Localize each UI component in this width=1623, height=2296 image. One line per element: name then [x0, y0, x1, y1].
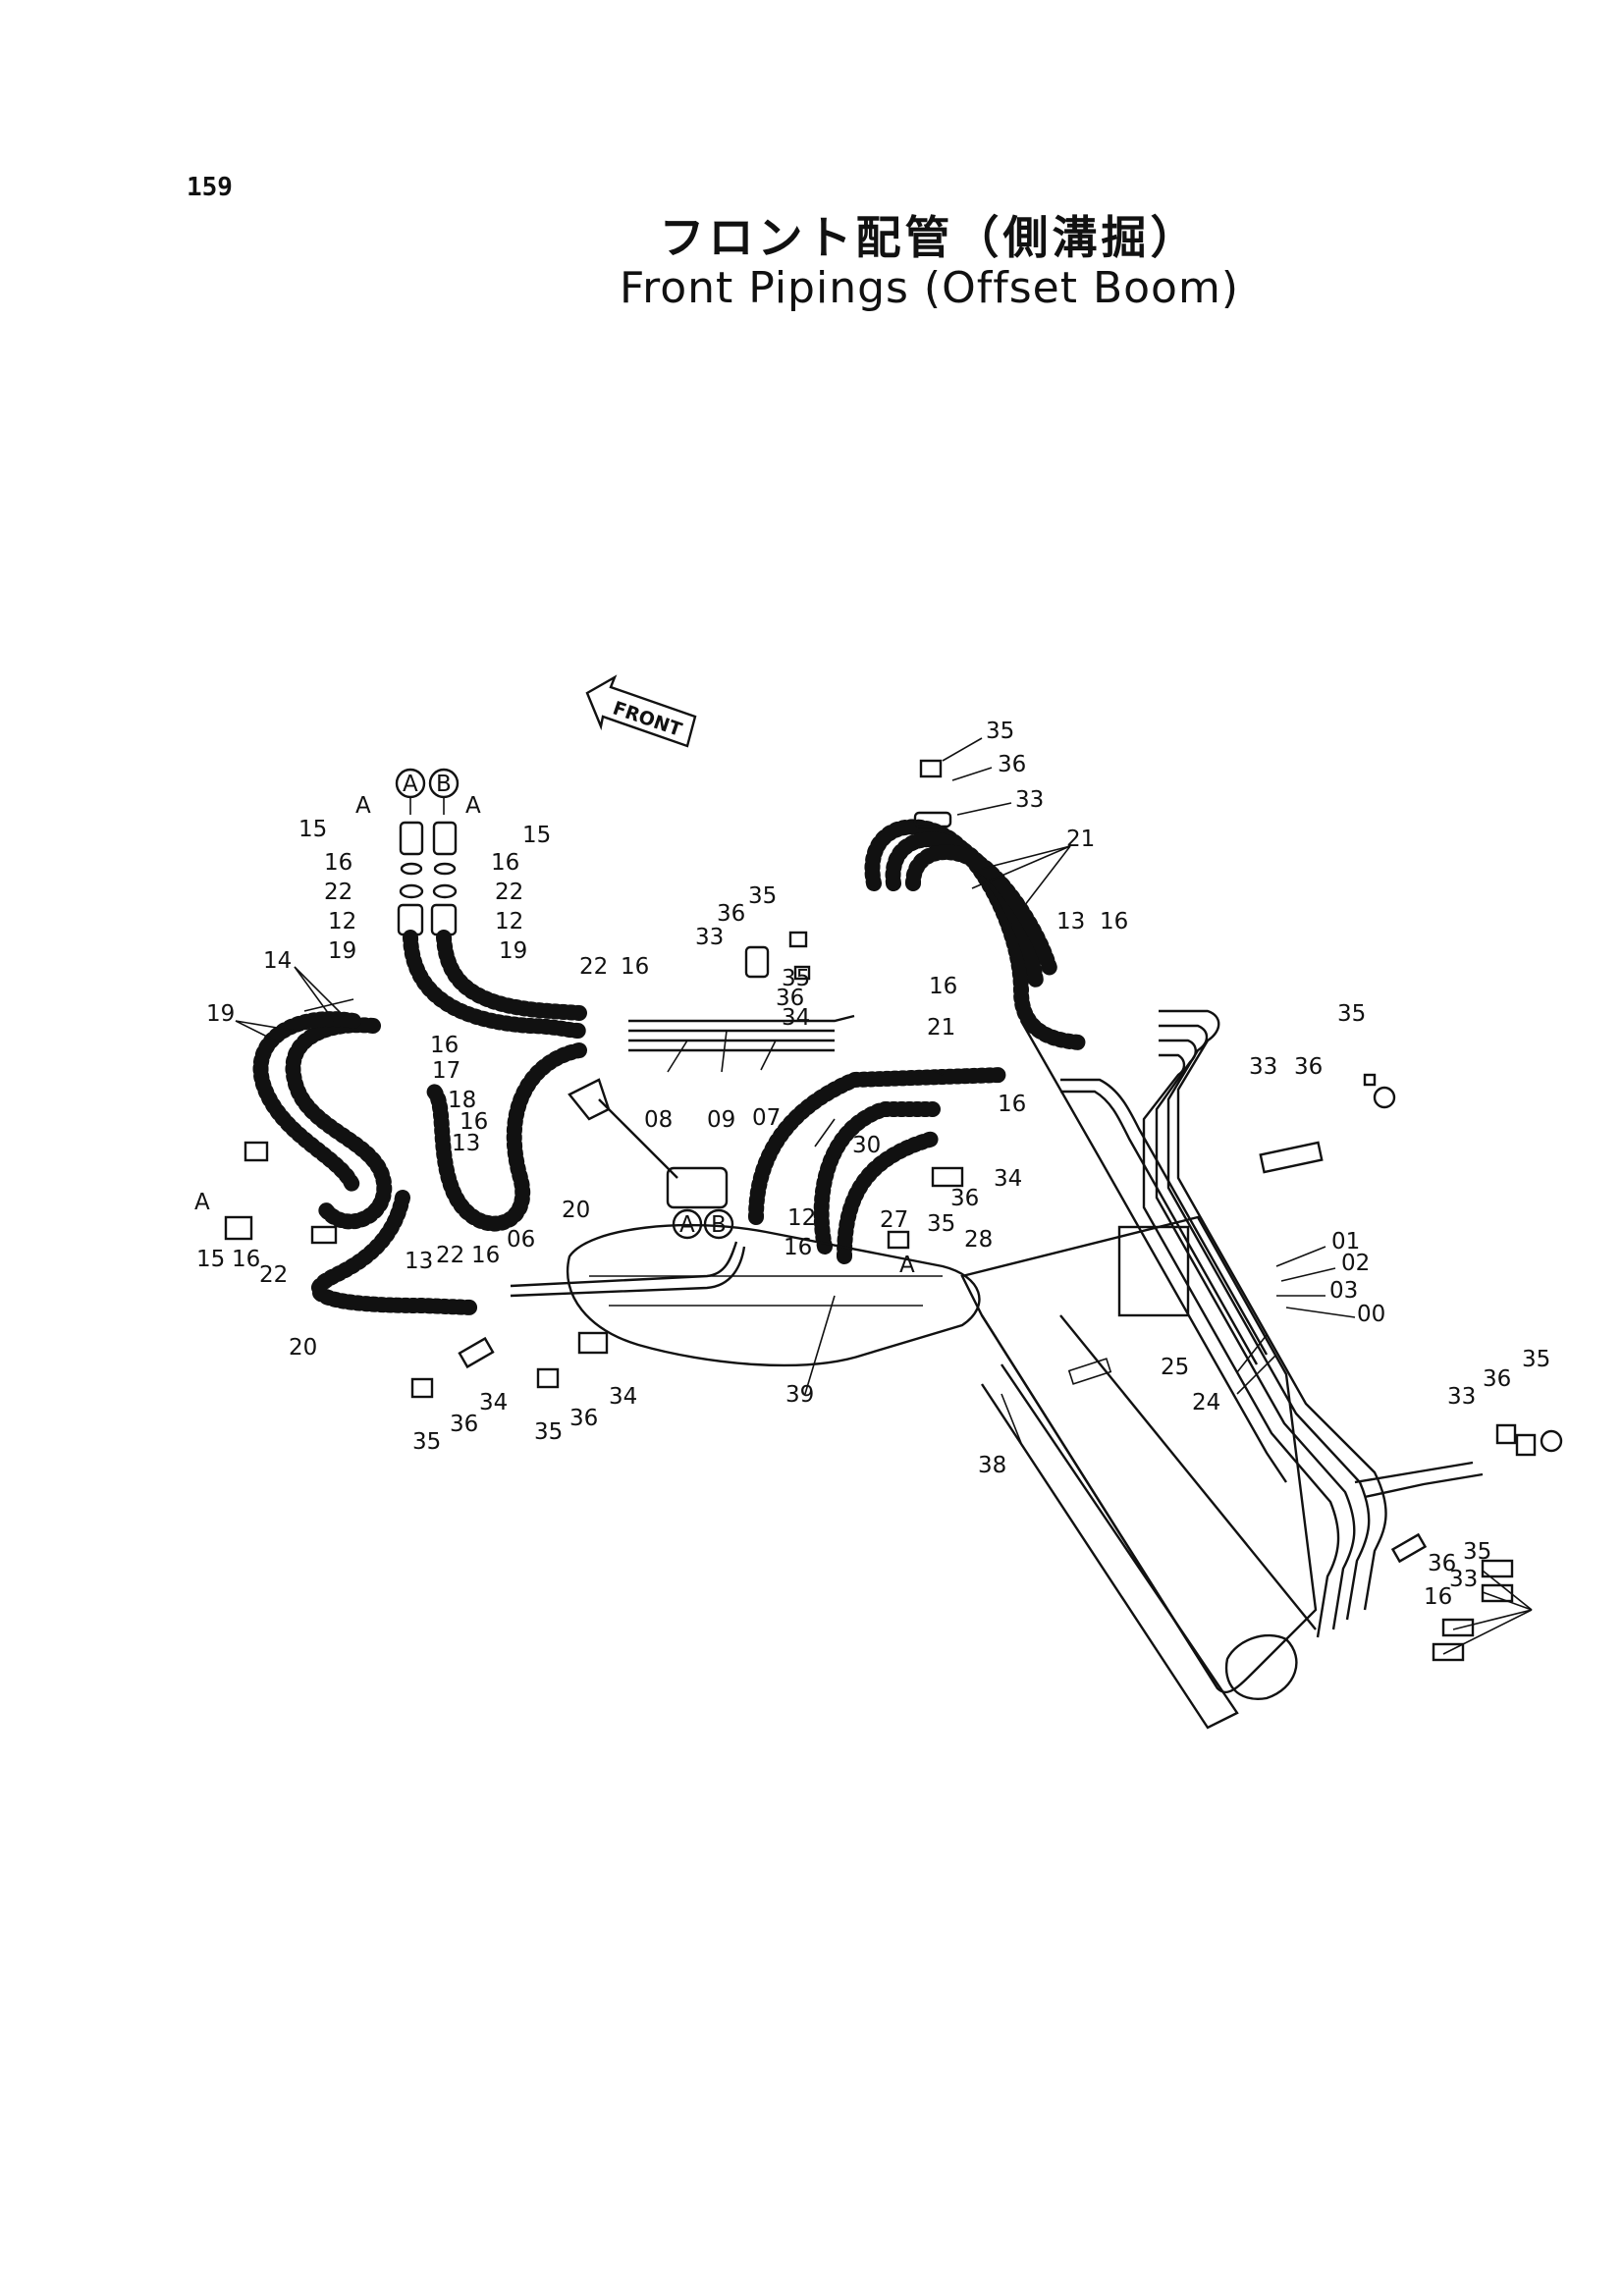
callout: 35: [1337, 1001, 1366, 1027]
callout: 16: [232, 1247, 260, 1272]
callout: 00: [1357, 1302, 1385, 1327]
clamps-and-bolts: [224, 759, 1563, 1662]
front-direction-arrow: FRONT: [585, 674, 697, 748]
callout: 35: [748, 883, 777, 909]
leader-lines: [235, 737, 1533, 1655]
callout: 33: [1449, 1567, 1478, 1592]
callout: 36: [569, 1406, 598, 1431]
callout: 16: [460, 1109, 488, 1135]
callout: 19: [499, 938, 527, 964]
page-title-japanese: フロント配管（側溝掘）: [659, 211, 1200, 264]
callout: 16: [929, 974, 957, 999]
callout: 16: [324, 850, 352, 876]
callout: 09: [707, 1107, 735, 1133]
callout: 21: [1066, 827, 1095, 852]
callout: 13: [405, 1249, 433, 1274]
callout: 24: [1192, 1390, 1220, 1415]
callout: 02: [1341, 1251, 1370, 1276]
callout: 19: [328, 938, 356, 964]
callout: 33: [695, 925, 724, 950]
callout: 34: [994, 1166, 1022, 1192]
callout: 33: [1249, 1054, 1277, 1080]
callout: 36: [1483, 1366, 1511, 1392]
callout: A: [899, 1253, 915, 1278]
callout: 36: [1294, 1054, 1323, 1080]
callout: 16: [621, 954, 649, 980]
callout: 35: [782, 966, 810, 991]
callout: 19: [206, 1001, 235, 1027]
callout: 16: [1424, 1584, 1452, 1610]
callout: 34: [782, 1005, 810, 1031]
callout: 15: [298, 817, 327, 842]
callout: 36: [950, 1186, 979, 1211]
hoses: [252, 819, 1088, 1315]
callout: 33: [1015, 787, 1044, 813]
callout: 08: [644, 1107, 673, 1133]
callout: 01: [1331, 1229, 1360, 1255]
port-b-label: B: [436, 772, 452, 797]
fitting-stack-top: [397, 821, 458, 936]
callout: 12: [787, 1205, 816, 1231]
callout: 36: [998, 752, 1026, 777]
callout: 30: [852, 1133, 881, 1158]
callout: 28: [964, 1227, 993, 1253]
callout: 20: [562, 1198, 590, 1223]
callout: 20: [289, 1335, 317, 1361]
callout: 36: [717, 901, 745, 927]
callout: 12: [495, 909, 523, 934]
callout: 35: [1463, 1539, 1491, 1565]
callout: 16: [471, 1243, 500, 1268]
rigid-pipes: [510, 1009, 1484, 1638]
callout: 34: [609, 1384, 637, 1410]
callout: 15: [522, 823, 551, 848]
callout: A: [465, 793, 481, 819]
callout: 16: [430, 1033, 459, 1058]
callout: A: [194, 1190, 210, 1215]
callout: 38: [978, 1453, 1006, 1478]
callout: 22: [436, 1243, 464, 1268]
callout: 17: [432, 1058, 460, 1084]
callout: 22: [259, 1262, 288, 1288]
page-title-english: Front Pipings (Offset Boom): [619, 263, 1239, 313]
callout: 21: [927, 1015, 955, 1041]
callout: 36: [776, 986, 804, 1011]
callout: 16: [1100, 909, 1128, 934]
callout: 22: [324, 880, 352, 905]
callout: A: [355, 793, 371, 819]
callout: 22: [579, 954, 608, 980]
callout: 27: [880, 1207, 908, 1233]
callout: 22: [495, 880, 523, 905]
front-label: FRONT: [610, 697, 684, 740]
callout: 33: [1447, 1384, 1476, 1410]
callout: 36: [450, 1412, 478, 1437]
callout: 35: [986, 719, 1014, 744]
callout: 16: [998, 1092, 1026, 1117]
callout-labels: 35 36 33 21 15 15 A A 16 16 22 22 12 12 …: [194, 719, 1550, 1610]
port-markers-top: A B: [395, 768, 460, 815]
page-number: 159: [187, 173, 233, 202]
callout: 07: [752, 1105, 781, 1131]
callout: 25: [1161, 1355, 1189, 1380]
callout: 39: [785, 1382, 814, 1408]
callout: 35: [927, 1211, 955, 1237]
callout: 35: [534, 1419, 563, 1445]
callout: 16: [491, 850, 519, 876]
callout: 16: [784, 1235, 812, 1260]
callout: 14: [263, 948, 292, 974]
callout: 03: [1329, 1278, 1358, 1304]
callout: 35: [412, 1429, 441, 1455]
callout: 12: [328, 909, 356, 934]
callout: 13: [1056, 909, 1085, 934]
callout: 34: [479, 1390, 508, 1415]
callout: 13: [452, 1131, 480, 1156]
boom-body: [960, 1215, 1318, 1730]
callout: 18: [448, 1088, 476, 1113]
callout: 36: [1428, 1551, 1456, 1576]
callout: 35: [1522, 1347, 1550, 1372]
callout: 15: [196, 1247, 225, 1272]
center-assembly: [567, 1078, 981, 1367]
callout: 06: [507, 1227, 535, 1253]
port-a-label: A: [403, 772, 418, 797]
